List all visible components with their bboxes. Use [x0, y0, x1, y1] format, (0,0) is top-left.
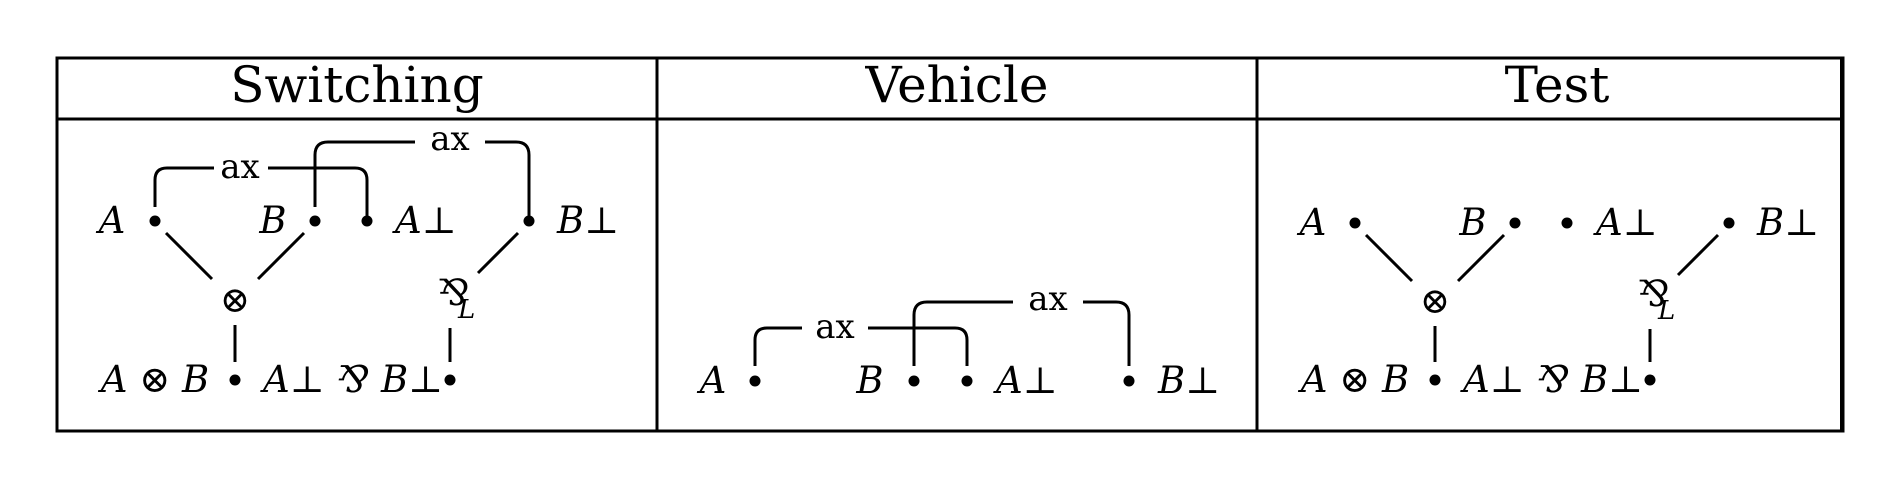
vehicle-label-A: A — [697, 359, 727, 402]
label-B-perp: B⊥ — [556, 199, 619, 242]
test-label-B-perp: B⊥ — [1756, 201, 1819, 244]
edge-Bperp-to-par — [476, 231, 520, 275]
vehicle-ax-label-2: ax — [1028, 279, 1067, 319]
test-node-A — [1349, 217, 1361, 229]
ax-label-1: ax — [220, 147, 259, 187]
edge-A-to-tensor — [164, 231, 214, 281]
test-label-A-perp: A⊥ — [1593, 201, 1658, 244]
header-switching: Switching — [230, 56, 484, 114]
test-edge-B-to-tensor — [1456, 233, 1506, 283]
label-A-tensor-B: A ⊗ B — [98, 358, 209, 401]
node-A-par-B — [444, 374, 456, 386]
label-A-par-B: A⊥ ⅋ B⊥ — [260, 358, 443, 401]
test-par-subscript: L — [1657, 296, 1675, 326]
node-A-perp — [361, 215, 373, 227]
ax-link-left-b — [268, 166, 369, 218]
node-B — [309, 215, 321, 227]
tensor-symbol: ⊗ — [220, 280, 250, 321]
label-A: A — [96, 199, 126, 242]
vehicle-label-B-perp: B⊥ — [1157, 359, 1220, 402]
node-A-tensor-B — [229, 374, 241, 386]
vehicle-ax-link-a2 — [868, 326, 969, 366]
test-label-B: B — [1458, 201, 1486, 244]
test-node-A-par-B — [1644, 374, 1656, 386]
test-label-A-tensor-B: A ⊗ B — [1298, 358, 1409, 401]
edge-B-to-tensor — [256, 231, 306, 281]
header-test: Test — [1505, 56, 1610, 114]
vehicle-ax-link-a — [753, 326, 802, 366]
test-par-symbol: ⅋ — [1638, 274, 1670, 315]
test-edge-Bperp-to-par — [1676, 233, 1720, 277]
test-edge-A-to-tensor — [1364, 233, 1414, 283]
label-A-perp: A⊥ — [392, 199, 457, 242]
par-subscript: L — [457, 295, 475, 325]
node-A — [149, 215, 161, 227]
vehicle-node-A — [749, 375, 761, 387]
vehicle-ax-link-b — [912, 300, 1013, 366]
vehicle-diagram: ax ax A B A⊥ B⊥ — [697, 279, 1220, 402]
switching-diagram: ax ax A B A⊥ B⊥ ⊗ A ⊗ B ⅋ L A⊥ ⅋ B⊥ — [96, 119, 619, 401]
vehicle-ax-link-b2 — [1083, 300, 1131, 366]
test-diagram: A B A⊥ B⊥ ⊗ A ⊗ B ⅋ L A⊥ ⅋ B⊥ — [1297, 201, 1819, 401]
node-B-perp — [523, 215, 535, 227]
test-label-A: A — [1297, 201, 1327, 244]
ax-link-right-b — [485, 140, 531, 218]
vehicle-node-B — [908, 375, 920, 387]
par-symbol: ⅋ — [438, 273, 470, 314]
vehicle-ax-label-1: ax — [815, 307, 854, 347]
test-tensor-symbol: ⊗ — [1420, 281, 1450, 322]
header-vehicle: Vehicle — [865, 56, 1049, 114]
table-frame — [55, 56, 1845, 433]
test-node-B — [1509, 217, 1521, 229]
test-node-B-perp — [1723, 217, 1735, 229]
ax-link-left-a — [153, 166, 214, 207]
test-node-A-perp — [1561, 217, 1573, 229]
test-label-A-par-B: A⊥ ⅋ B⊥ — [1460, 358, 1643, 401]
label-B: B — [258, 199, 286, 242]
ax-link-right-a — [313, 140, 415, 207]
vehicle-label-A-perp: A⊥ — [993, 359, 1058, 402]
vehicle-label-B: B — [855, 359, 883, 402]
ax-label-2: ax — [430, 119, 469, 159]
vehicle-node-B-perp — [1123, 375, 1135, 387]
vehicle-node-A-perp — [961, 375, 973, 387]
test-node-A-tensor-B — [1429, 374, 1441, 386]
